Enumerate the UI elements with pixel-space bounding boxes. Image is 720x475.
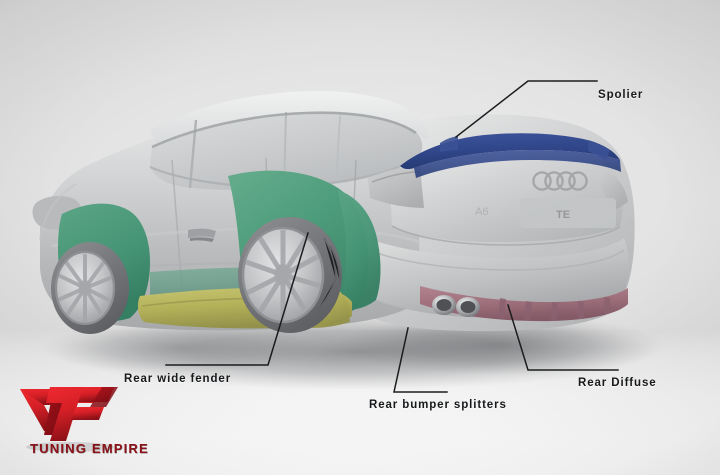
license-plate-recess <box>520 198 616 228</box>
bumper-crease <box>373 249 625 271</box>
window-glass <box>150 111 423 190</box>
leader-rear-diffuser <box>507 304 619 371</box>
rear-tire-tread <box>317 237 341 311</box>
door-handle-rear <box>188 228 216 242</box>
tail-lamp-right <box>596 170 628 212</box>
callout-label-rear-bumper-splitters: Rear bumper splitters <box>369 399 507 411</box>
rear-wheel-spokes <box>245 230 322 322</box>
leader-rear-bumper-splitters <box>393 327 448 393</box>
leader-spoiler <box>454 80 598 139</box>
front-fender-crease <box>39 183 77 241</box>
callout-label-rear-wide-fender: Rear wide fender <box>124 373 232 385</box>
exhaust-tips <box>432 295 480 317</box>
rear-wheel <box>238 217 342 333</box>
front-wheel-spokes <box>57 254 114 324</box>
highlight-rear-diffuser <box>420 286 628 322</box>
trunk-shutline <box>391 225 621 246</box>
highlight-spoiler <box>400 133 621 178</box>
audi-rings-badge <box>532 171 588 191</box>
leader-rear-wide-fender <box>165 232 309 366</box>
brand-name-text: TUNING EMPIRE <box>30 441 149 456</box>
callout-leader-lines <box>165 80 619 393</box>
model-badge: A6 <box>475 206 488 218</box>
callout-label-spoiler: Spolier <box>598 89 644 101</box>
callout-label-rear-diffuser: Rear Diffuse <box>578 377 657 389</box>
brand-logo: TUNING EMPIRE <box>14 383 154 467</box>
plate-badge: TE <box>556 209 570 221</box>
front-wheel <box>51 242 129 334</box>
brand-mark-icon <box>20 387 118 452</box>
quarter-pillar <box>335 115 341 184</box>
window-trim-upper <box>151 111 417 149</box>
tail-lamp-left <box>368 166 424 208</box>
diffuser-fins <box>498 297 611 321</box>
ground-shadow <box>40 314 665 390</box>
